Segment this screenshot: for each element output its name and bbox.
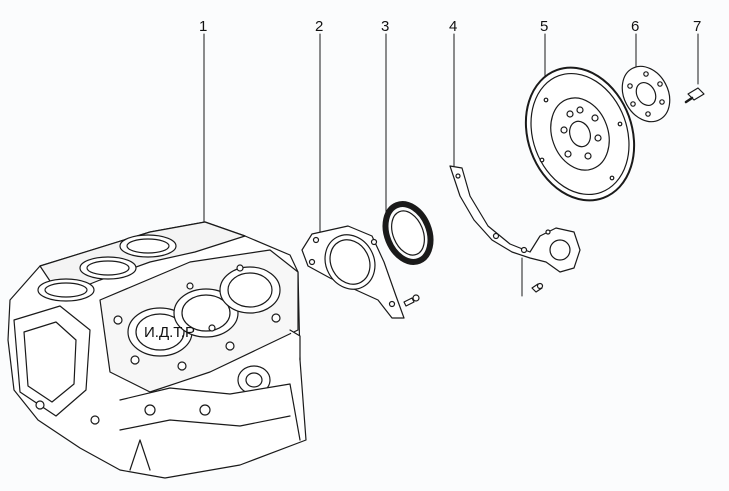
- callout-7: 7: [693, 18, 702, 35]
- callout-2: 2: [315, 18, 324, 35]
- drive-plate: [524, 66, 636, 202]
- oil-seal: [382, 201, 434, 265]
- stamp-text: И.Д.Т.Р: [144, 324, 195, 341]
- callout-6: 6: [631, 18, 640, 35]
- callout-4: 4: [449, 18, 458, 35]
- callout-1: 1: [199, 18, 208, 35]
- plate-bolt: [531, 282, 544, 293]
- callout-3: 3: [381, 18, 390, 35]
- flywheel-bolt: [684, 87, 705, 104]
- cylinder-block: [7, 221, 307, 479]
- rear-plate: [449, 165, 581, 273]
- callout-5: 5: [540, 18, 549, 35]
- oil-seal-housing: [301, 225, 405, 319]
- reinforcement-plate: [621, 65, 671, 123]
- housing-bolt: [403, 294, 420, 307]
